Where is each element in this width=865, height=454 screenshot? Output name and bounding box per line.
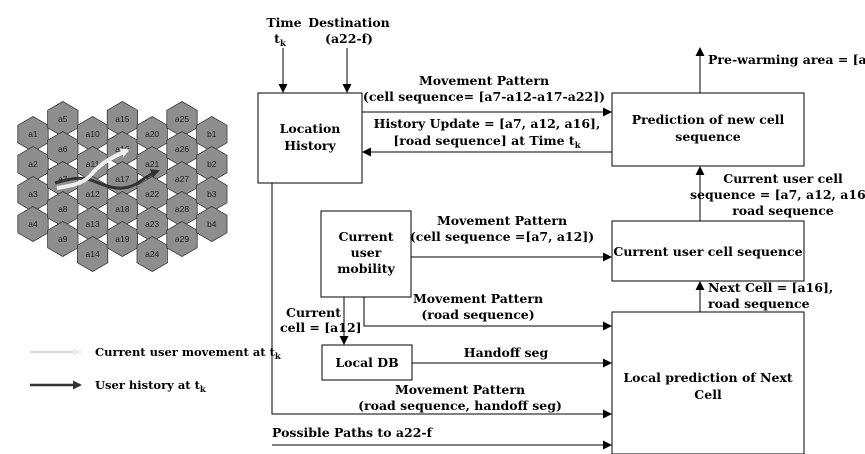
hex-cell-label: b3 — [207, 189, 217, 199]
hex-cell-label: a19 — [115, 234, 129, 244]
prediction-new-cell-box — [611, 92, 805, 167]
hex-cell-label: a22 — [145, 189, 159, 199]
location-history-box — [257, 92, 363, 184]
handoff-seg-label: Handoff seg — [464, 345, 549, 360]
hex-cell-label: a14 — [86, 249, 100, 259]
hex-cell-label: a18 — [115, 204, 129, 214]
current-user-cell-sequence-box — [611, 220, 805, 282]
hex-cell-label: a26 — [175, 144, 189, 154]
next-cell-label-1: Next Cell = [a16], — [708, 280, 833, 295]
movement-pattern-label-top: Movement Pattern — [419, 73, 549, 88]
local-db-label: Local DB — [335, 355, 398, 370]
hex-cell-label: a8 — [58, 204, 68, 214]
hex-cell-label: a29 — [175, 234, 189, 244]
legend-user-history-label: User history at tk — [95, 378, 207, 395]
time-variable: tk — [274, 31, 287, 49]
legend: Current user movement at tk User history… — [30, 345, 282, 395]
hex-cell-grid: a1a2a3a4a5a6a7a8a9a10a11a12a13a14a15a16a… — [17, 101, 228, 272]
time-label: Time — [266, 15, 301, 30]
hex-cell-label: a12 — [86, 189, 100, 199]
movement-pattern-label-road: Movement Pattern — [413, 291, 543, 306]
hex-cell-label: a17 — [115, 174, 129, 184]
hex-cell-label: a6 — [58, 144, 68, 154]
destination-label: Destination — [308, 15, 390, 30]
hex-cell-label: a20 — [145, 129, 159, 139]
history-update-label-1: History Update = [a7, a12, a16], — [374, 116, 601, 131]
hex-cell-label: a21 — [145, 159, 159, 169]
hex-cell-label: a23 — [145, 219, 159, 229]
road-handoff-arrow — [271, 183, 612, 419]
hex-cell-label: b4 — [207, 219, 217, 229]
possible-paths-label: Possible Paths to a22-f — [272, 425, 434, 440]
hex-cell-label: a1 — [28, 129, 38, 139]
current-cell-label-1: Current — [286, 305, 341, 320]
current-cell-label-2: cell = [a12] — [280, 320, 362, 335]
legend-current-movement-label: Current user movement at tk — [95, 345, 282, 362]
next-cell-label-2: road sequence — [708, 296, 810, 311]
prewarming-label: Pre-warming area = [a16] — [708, 52, 865, 67]
hex-cell-label: a25 — [175, 114, 189, 124]
hex-cell-label: a2 — [28, 159, 38, 169]
road-handoff-label: (road sequence, handoff seg) — [358, 398, 562, 413]
destination-value: (a22-f) — [325, 31, 373, 46]
hex-cell-label: a4 — [28, 219, 38, 229]
cell-sequence-top-label: (cell sequence= [a7-a12-a17-a22]) — [363, 89, 605, 104]
movement-pattern-label-bottom: Movement Pattern — [395, 382, 525, 397]
local-prediction-box — [611, 311, 805, 454]
hex-cell-label: b2 — [207, 159, 217, 169]
road-sequence-label: (road sequence) — [421, 307, 534, 322]
hex-cell-label: a15 — [115, 114, 129, 124]
user-history-path — [54, 169, 160, 190]
hex-cell-label: a9 — [58, 234, 68, 244]
hex-cell-b4 — [196, 206, 228, 242]
road-sequence-arrow — [363, 297, 612, 331]
current-user-mobility-box — [320, 210, 412, 298]
current-movement-path — [56, 148, 130, 190]
hex-cell-label: a24 — [145, 249, 159, 259]
local-db-box — [321, 344, 413, 381]
movement-pattern-label-mid: Movement Pattern — [437, 213, 567, 228]
hex-cell-label: a7 — [58, 174, 68, 184]
current-user-cell-sequence-label: Current user cell sequence — [613, 244, 802, 259]
hex-cell-label: a27 — [175, 174, 189, 184]
hex-cell-label: a13 — [86, 219, 100, 229]
hex-cell-label: a3 — [28, 189, 38, 199]
hex-cell-label: a5 — [58, 114, 68, 124]
hex-cell-label: a10 — [86, 129, 100, 139]
hex-cell-label: b1 — [207, 129, 217, 139]
hex-cell-label: a28 — [175, 204, 189, 214]
history-update-label-2: [road sequence] at Time tk — [393, 133, 581, 151]
hex-cell-label: a11 — [86, 159, 100, 169]
cell-sequence-mid-label: (cell sequence =[a7, a12]) — [410, 229, 594, 244]
